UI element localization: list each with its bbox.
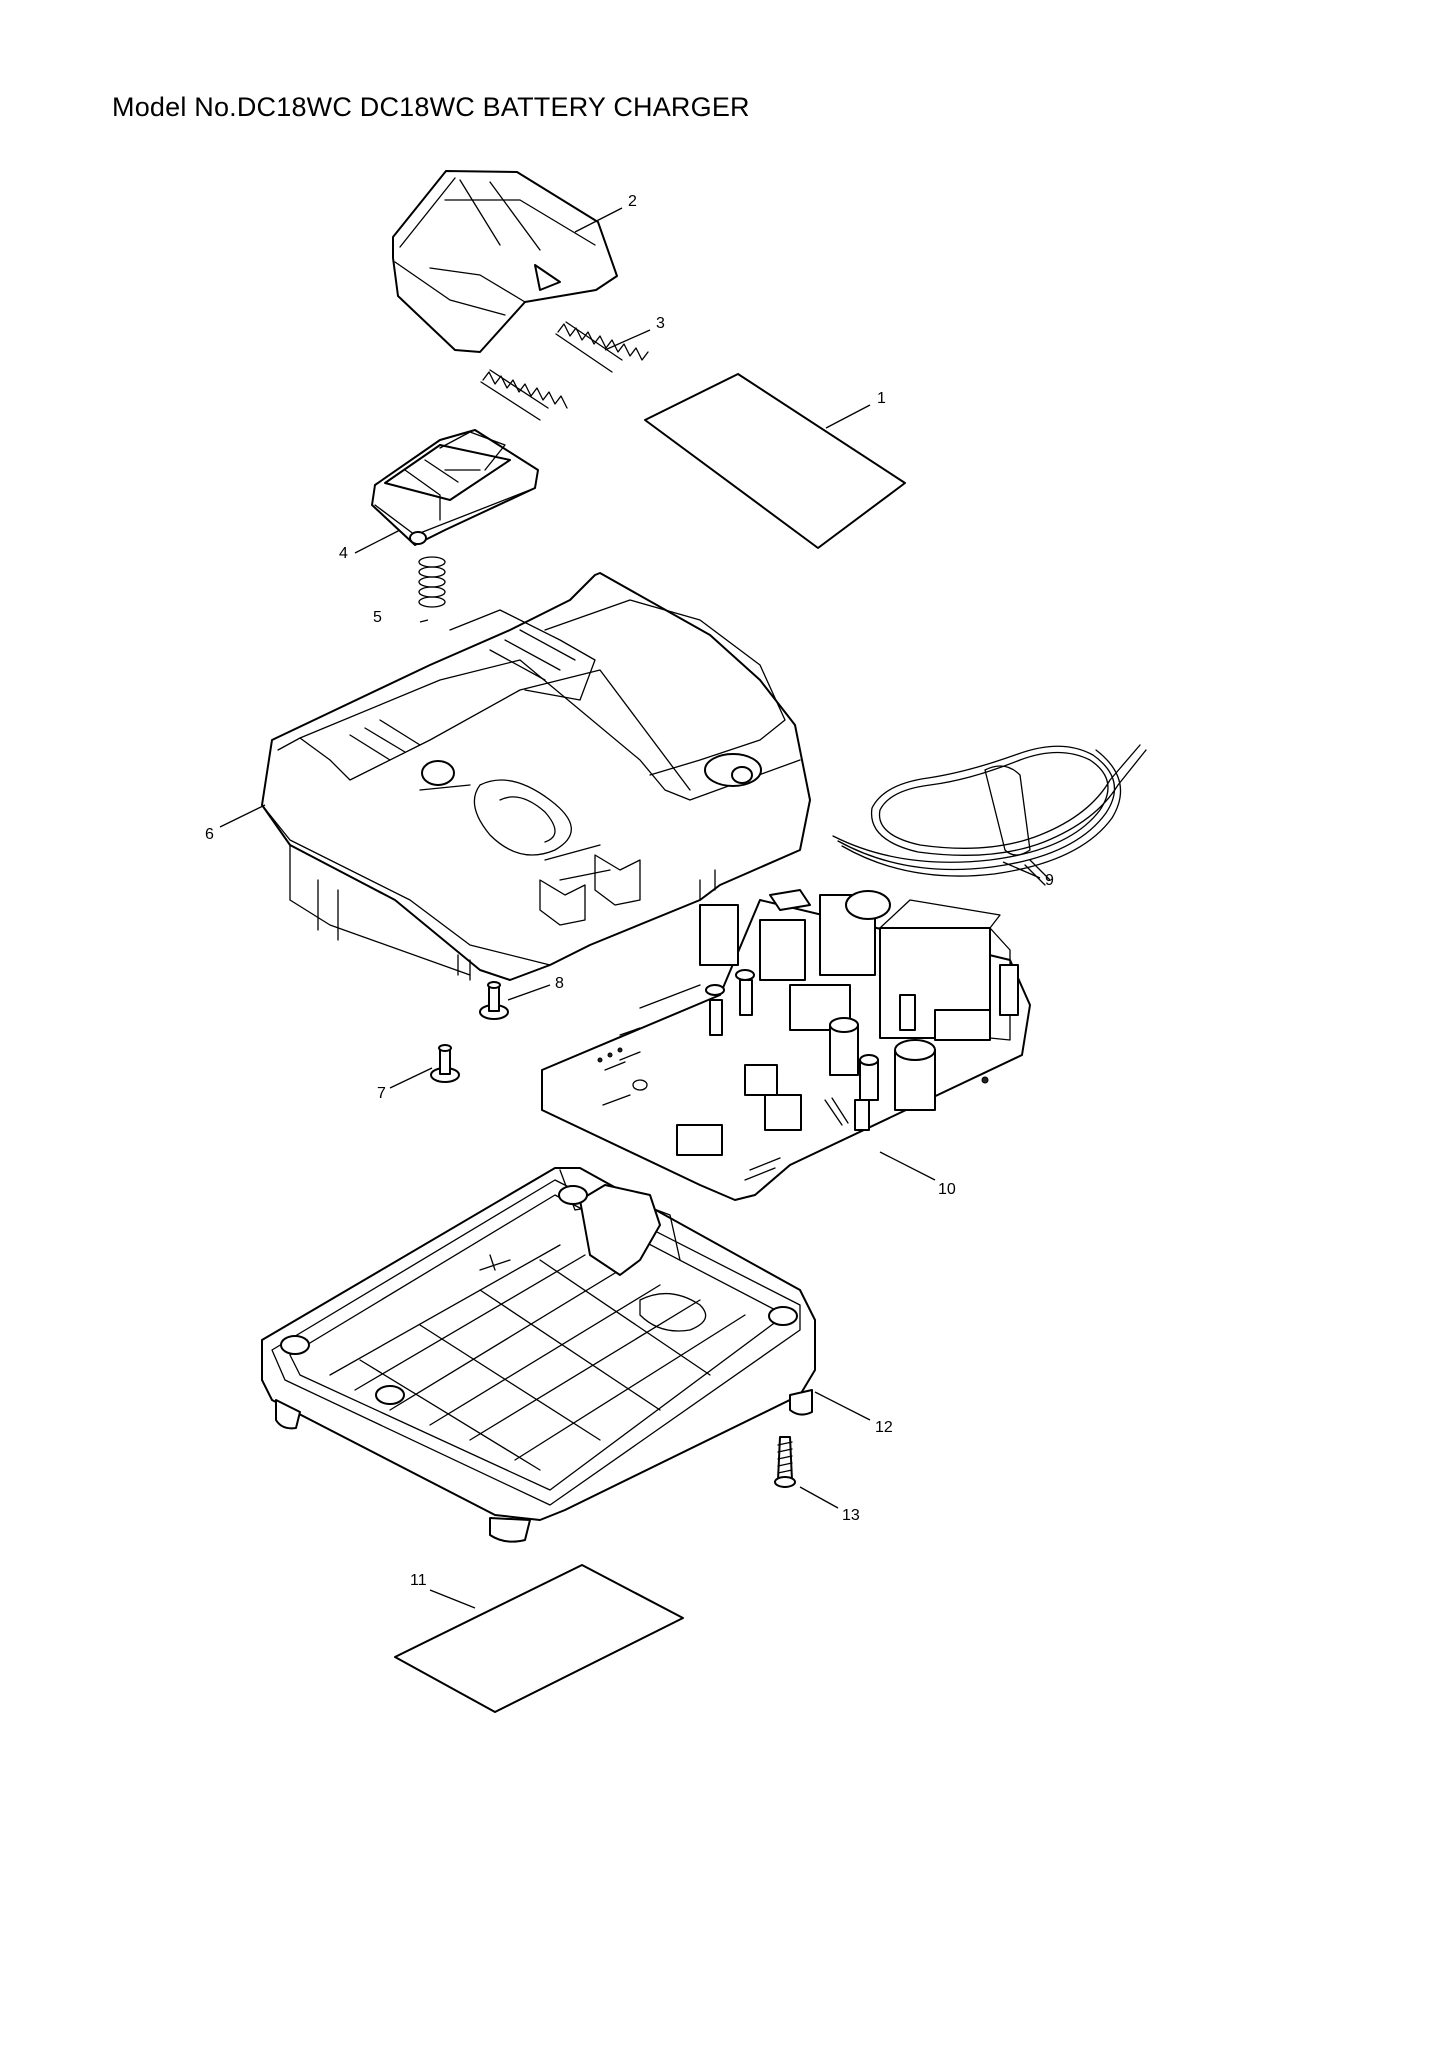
part-4-slider-block [371, 429, 539, 546]
leader-lines [219, 207, 1041, 1609]
callout-8: 8 [555, 975, 564, 992]
callout-2: 2 [628, 193, 637, 210]
part-13-tapping-screw [774, 1436, 796, 1488]
part-7-screw [430, 1044, 460, 1083]
callout-4: 4 [339, 545, 348, 562]
part-8-screw [479, 981, 509, 1020]
callout-11: 11 [410, 1572, 427, 1589]
part-12-lower-housing [261, 1167, 816, 1543]
part-11-label [394, 1564, 684, 1713]
part-9-power-cord [832, 744, 1147, 886]
callout-7: 7 [377, 1085, 386, 1102]
part-2-slider-cover [392, 170, 618, 353]
callout-5: 5 [373, 609, 382, 626]
part-3-spring [555, 321, 649, 373]
page-title: Model No.DC18WC DC18WC BATTERY CHARGER [112, 92, 750, 122]
spring-upper [480, 369, 568, 421]
part-1-label [644, 373, 906, 549]
part-10-pcb [541, 889, 1031, 1201]
part-5-spring [418, 556, 446, 608]
callout-13: 13 [842, 1507, 860, 1524]
callout-labels: 1 2 3 4 5 6 7 8 9 10 11 12 13 [205, 193, 1054, 1589]
callout-1: 1 [877, 390, 886, 407]
callout-9: 9 [1045, 872, 1054, 889]
callout-3: 3 [656, 315, 665, 332]
callout-12: 12 [875, 1419, 893, 1436]
callout-6: 6 [205, 826, 214, 843]
callout-10: 10 [938, 1181, 956, 1198]
part-6-upper-housing [261, 572, 811, 981]
